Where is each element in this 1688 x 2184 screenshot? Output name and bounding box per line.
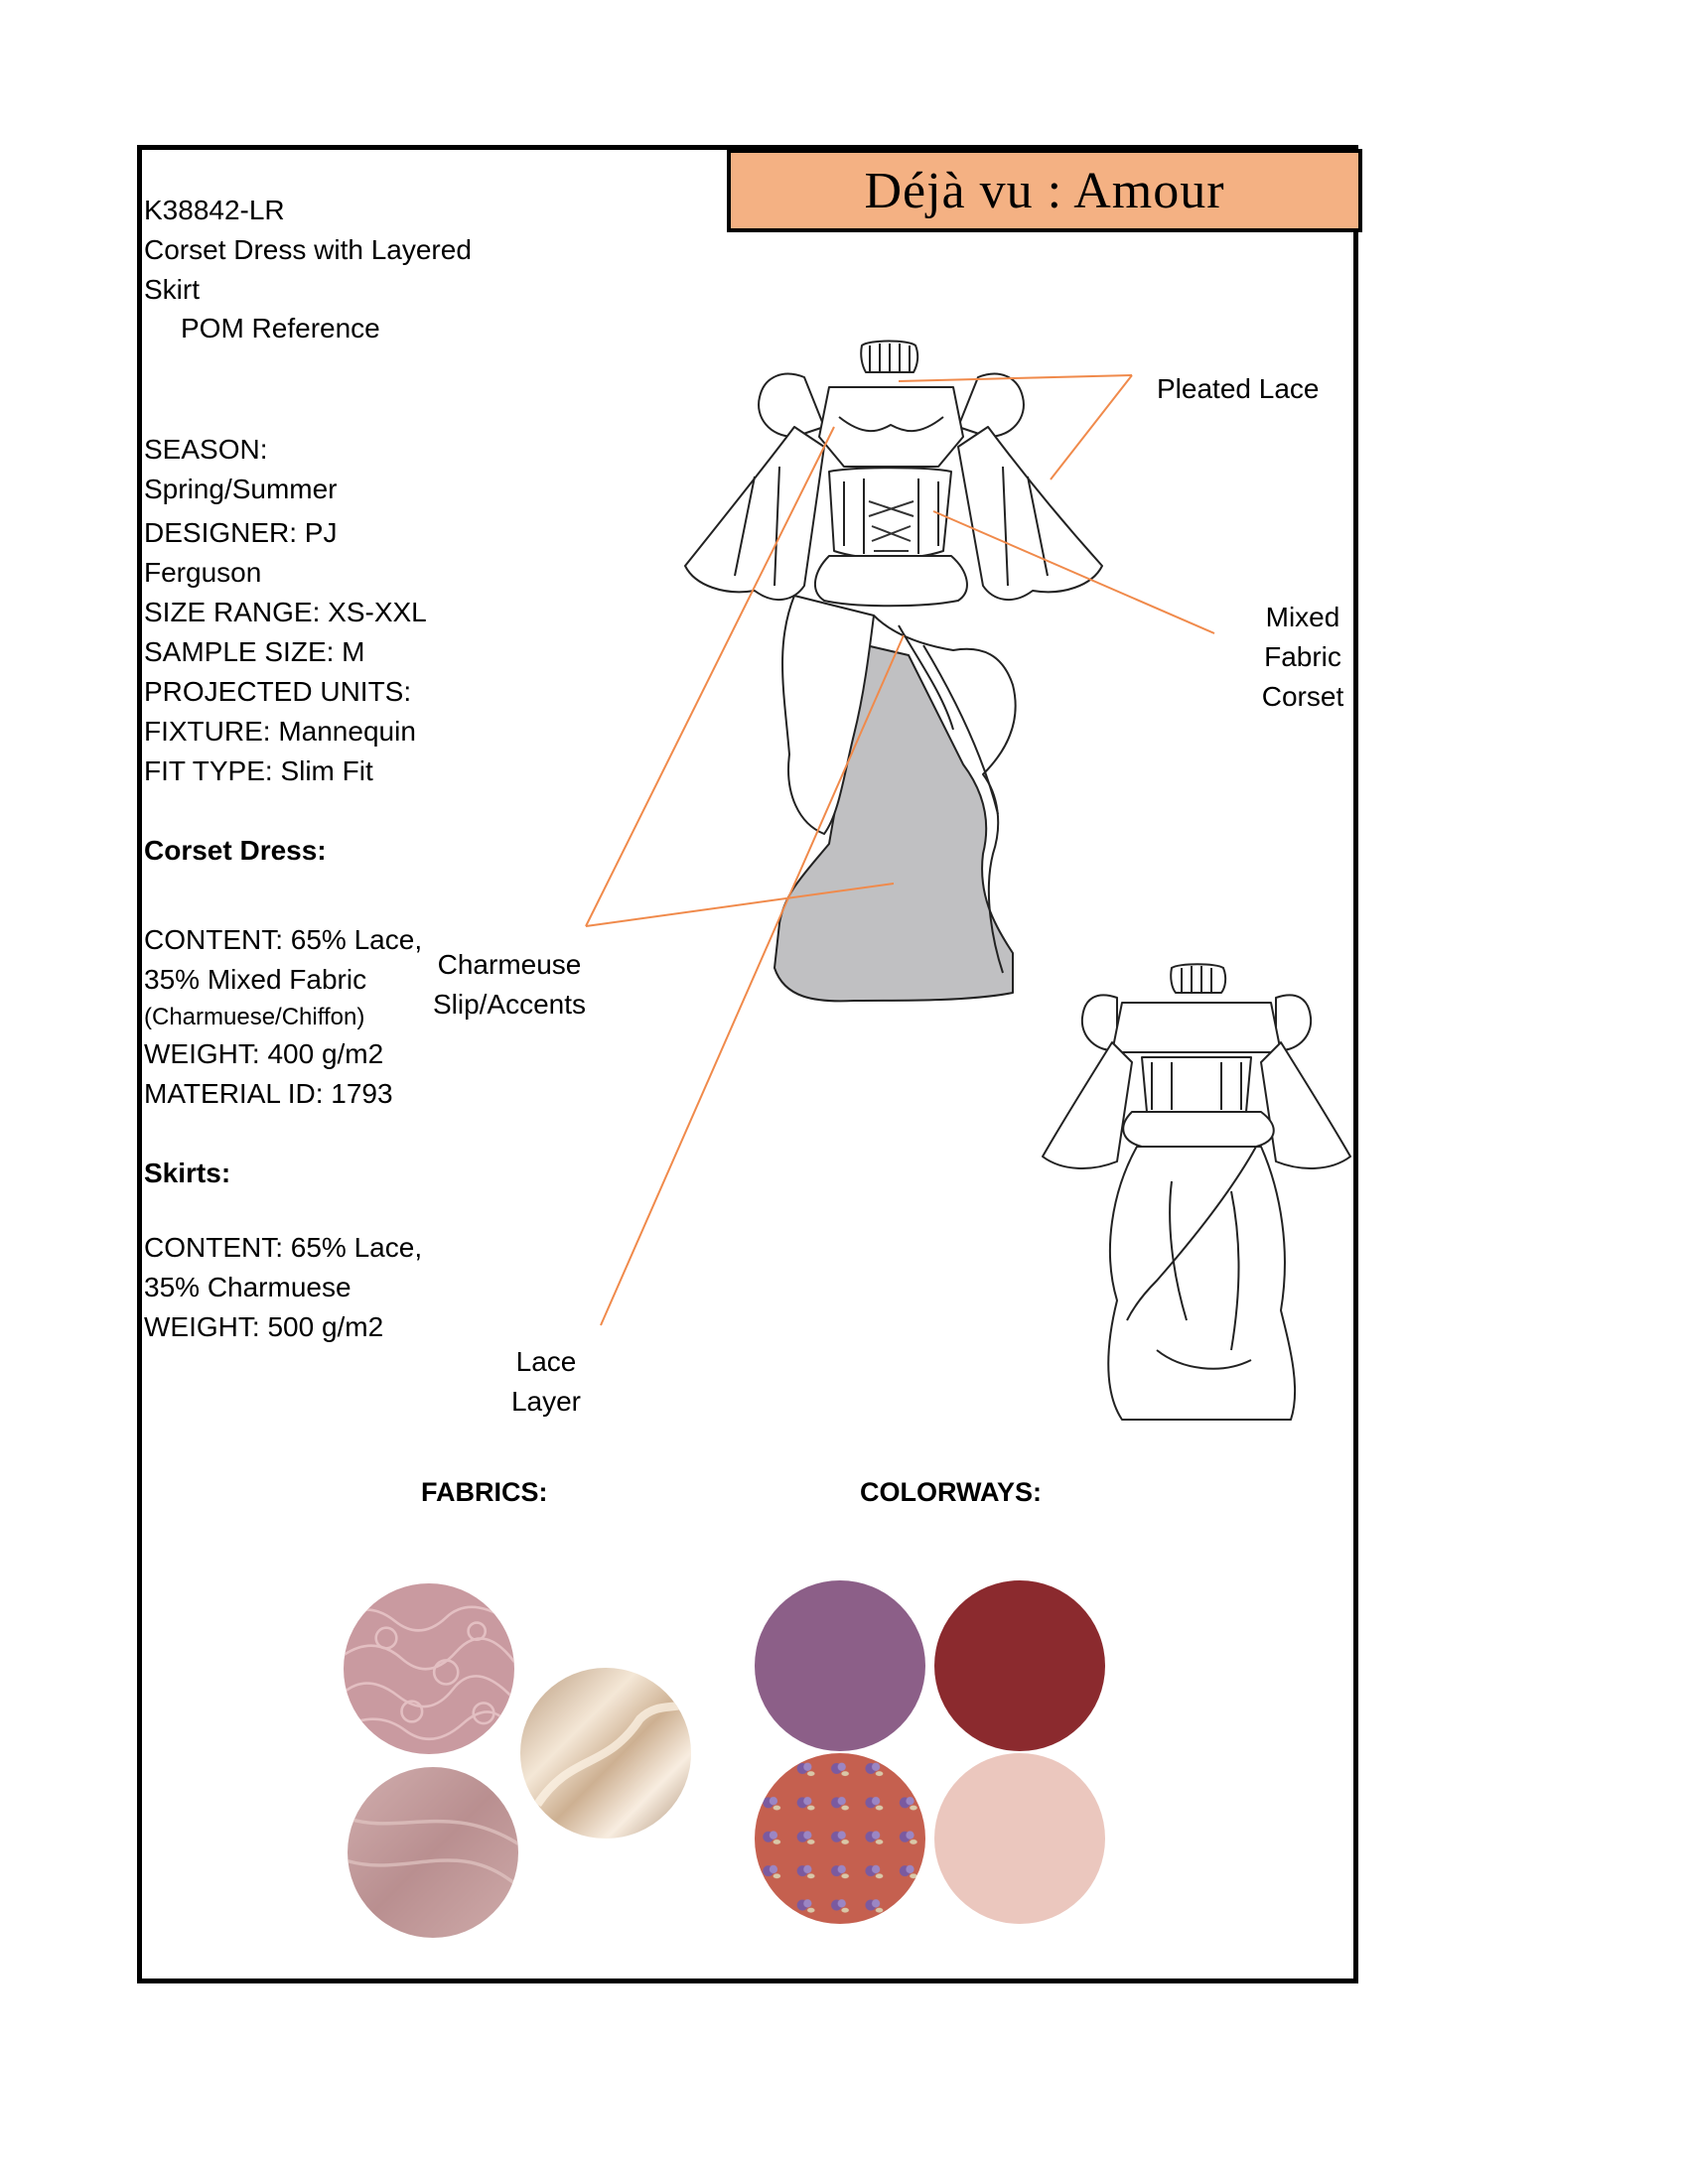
corset-dress-heading: Corset Dress: (144, 835, 327, 866)
corset-content-detail: (Charmuese/Chiffon) (144, 1004, 365, 1030)
callout-mixed-fabric-line3: Corset (1261, 681, 1344, 712)
callout-mixed-fabric-line2: Fabric (1264, 641, 1341, 672)
style-description: Corset Dress with Layered (144, 234, 472, 265)
skirts-content: CONTENT: 65% Lace, (144, 1232, 423, 1263)
season-label: SEASON: (144, 434, 268, 465)
corset-material-id: MATERIAL ID: 1793 (144, 1078, 393, 1109)
style-code: K38842-LR (144, 195, 285, 225)
colorway-swatch-purple (755, 1580, 925, 1751)
skirts-content-cont: 35% Charmuese (144, 1272, 352, 1302)
fabrics-heading: FABRICS: (421, 1477, 548, 1507)
fabric-swatch-charmeuse (520, 1668, 691, 1839)
designer-cont: Ferguson (144, 557, 262, 588)
colorway-swatch-red (934, 1580, 1105, 1751)
colorway-swatch-print (755, 1753, 925, 1924)
callout-lace-layer: Lace Layer (506, 1342, 586, 1422)
skirts-heading: Skirts: (144, 1158, 231, 1188)
fabric-swatch-chiffon (348, 1767, 518, 1938)
callout-mixed-fabric: Mixed Fabric Corset (1253, 598, 1352, 717)
size-range: SIZE RANGE: XS-XXL (144, 597, 427, 627)
corset-content: CONTENT: 65% Lace, (144, 924, 423, 955)
corset-content-cont: 35% Mixed Fabric (144, 964, 367, 995)
callout-lace-line2: Layer (510, 1386, 582, 1417)
designer: DESIGNER: PJ (144, 517, 338, 548)
fabric-swatch-lace (344, 1583, 514, 1754)
sample-size: SAMPLE SIZE: M (144, 636, 365, 667)
title-banner: Déjà vu : Amour (727, 149, 1362, 232)
style-description-cont: Skirt (144, 274, 200, 305)
callout-lace-line1: Lace (515, 1346, 577, 1377)
season-value: Spring/Summer (144, 474, 338, 504)
skirts-weight: WEIGHT: 500 g/m2 (144, 1311, 384, 1342)
brand-title: Déjà vu : Amour (864, 162, 1225, 219)
corset-weight: WEIGHT: 400 g/m2 (144, 1038, 384, 1069)
callout-pleated-lace: Pleated Lace (1157, 373, 1320, 404)
fixture: FIXTURE: Mannequin (144, 716, 416, 747)
fit-type: FIT TYPE: Slim Fit (144, 755, 373, 786)
colorway-swatch-blush (934, 1753, 1105, 1924)
tech-pack-frame (137, 145, 1358, 1983)
projected-units: PROJECTED UNITS: (144, 676, 412, 707)
callout-mixed-fabric-line1: Mixed (1265, 602, 1340, 632)
callout-charmeuse-line2: Slip/Accents (432, 989, 587, 1020)
pom-reference: POM Reference (181, 313, 380, 343)
callout-charmeuse-line1: Charmeuse (437, 949, 582, 980)
colorways-heading: COLORWAYS: (860, 1477, 1043, 1507)
callout-charmeuse: Charmeuse Slip/Accents (425, 945, 594, 1024)
